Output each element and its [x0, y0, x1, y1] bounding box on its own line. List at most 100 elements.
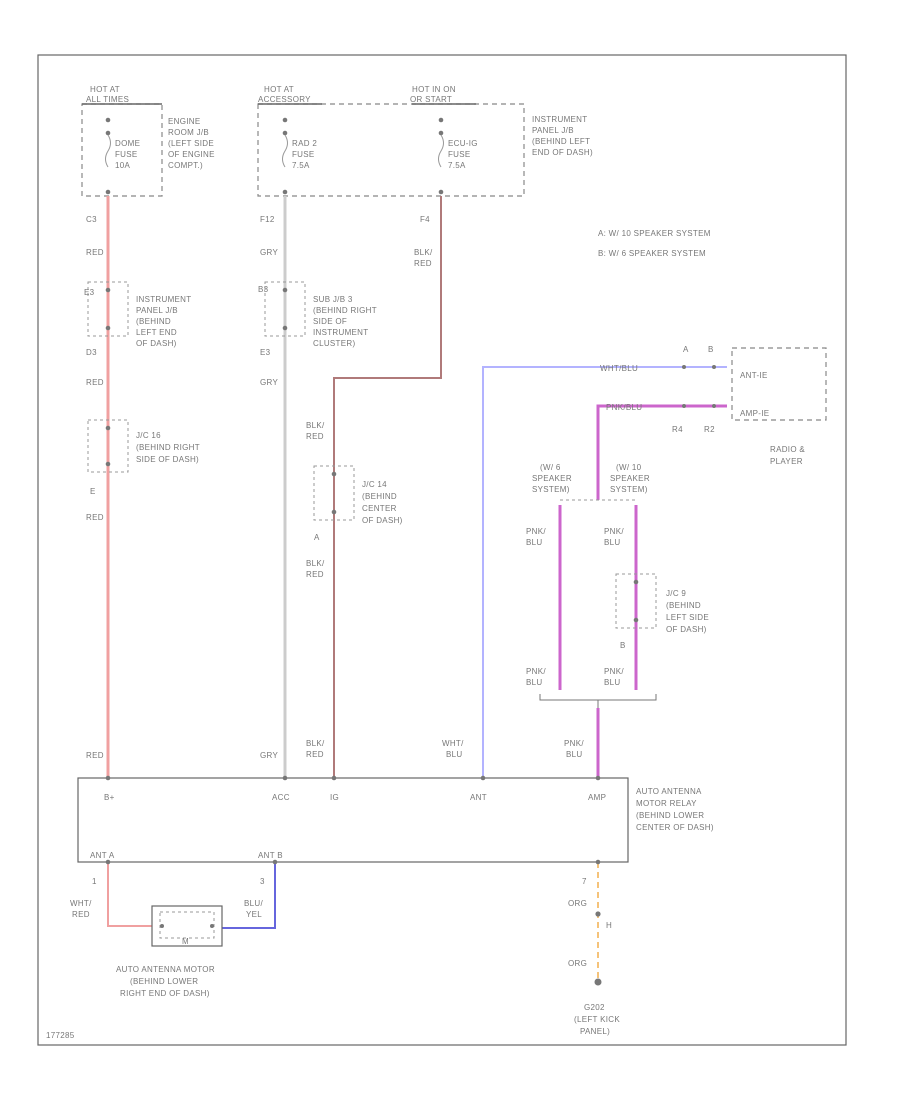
diagram-label: PANEL J/B	[136, 306, 178, 315]
auto-antenna-motor: M AUTO ANTENNA MOTOR (BEHIND LOWER RIGHT…	[116, 905, 223, 998]
speaker-option-split: (W/ 6 SPEAKER SYSTEM) (W/ 10 SPEAKER SYS…	[532, 463, 650, 501]
diagram-label: A	[314, 533, 320, 542]
diagram-label: F4	[420, 215, 430, 224]
diagram-label: ANT	[470, 793, 487, 802]
diagram-label: YEL	[246, 910, 262, 919]
diagram-label: (BEHIND LOWER	[130, 977, 198, 986]
diagram-label: LEFT SIDE	[666, 613, 709, 622]
diagram-label: PNK/	[604, 667, 624, 676]
diagram-label: (BEHIND LEFT	[532, 137, 590, 146]
diagram-label: BLU	[446, 750, 462, 759]
diagram-label: RIGHT END OF DASH)	[120, 989, 210, 998]
diagram-label: CLUSTER)	[313, 339, 355, 348]
diagram-label: PANEL)	[580, 1027, 610, 1036]
diagram-label: (W/ 10	[616, 463, 642, 472]
diagram-label: SIDE OF DASH)	[136, 455, 199, 464]
diagram-label: END OF DASH)	[532, 148, 593, 157]
diagram-label: ANT-IE	[740, 371, 768, 380]
auto-antenna-motor-relay: B+ ACC IG ANT AMP ANT A ANT B AUTO ANTEN…	[77, 775, 714, 865]
diagram-label: OF DASH)	[666, 625, 707, 634]
diagram-label: WHT/BLU	[600, 364, 638, 373]
diagram-label: GRY	[260, 751, 278, 760]
diagram-frame	[37, 54, 847, 1046]
diagram-label: B	[620, 641, 626, 650]
ground-g202: ORG H ORG G202 (LEFT KICK PANEL)	[568, 899, 620, 1036]
diagram-label: B	[708, 345, 714, 354]
diagram-label: LEFT END	[136, 328, 177, 337]
diagram-label: PNK/BLU	[606, 403, 642, 412]
diagram-label: SYSTEM)	[610, 485, 648, 494]
diagram-label: RED	[86, 378, 104, 387]
diagram-label: RED	[86, 248, 104, 257]
diagram-label: ROOM J/B	[168, 128, 209, 137]
diagram-label: INSTRUMENT	[136, 295, 191, 304]
diagram-label: RED	[306, 570, 324, 579]
diagram-label: E3	[260, 348, 271, 357]
diagram-label: (W/ 6	[540, 463, 561, 472]
diagram-label: J/C 14	[362, 480, 387, 489]
diagram-label: RED	[414, 259, 432, 268]
diagram-label: F12	[260, 215, 275, 224]
diagram-label: PLAYER	[770, 457, 803, 466]
diagram-label: WHT/	[70, 899, 92, 908]
diagram-label: RADIO &	[770, 445, 805, 454]
diagram-label: 1	[92, 877, 97, 886]
figure-code: 177285	[46, 1031, 75, 1040]
diagram-label: PNK/	[526, 667, 546, 676]
engine-room-jb: HOT AT ALL TIMES DOME FUSE 10A ENGINE RO…	[81, 85, 214, 197]
diagram-label: OR START	[410, 95, 452, 104]
diagram-label: RED	[72, 910, 90, 919]
diagram-label: RED	[86, 513, 104, 522]
radio-player: A B ANT-IE AMP-IE R4 R2 RADIO & PLAYER	[672, 345, 827, 466]
diagram-label: AMP	[588, 793, 606, 802]
diagram-label: BLK/	[306, 559, 325, 568]
legend-b: B: W/ 6 SPEAKER SYSTEM	[598, 249, 706, 258]
diagram-label: RED	[86, 751, 104, 760]
diagram-label: J/C 9	[666, 589, 686, 598]
diagram-label: ECU-IG	[448, 139, 478, 148]
diagram-label: PNK/	[604, 527, 624, 536]
diagram-label: SIDE OF	[313, 317, 347, 326]
wire-blk-red	[333, 196, 442, 778]
ip-jb-fuses: HOT AT ACCESSORY HOT IN ON OR START RAD …	[257, 85, 593, 197]
diagram-label: MOTOR RELAY	[636, 799, 697, 808]
diagram-label: (LEFT KICK	[574, 1015, 620, 1024]
diagram-label: (BEHIND	[136, 317, 171, 326]
diagram-label: ENGINE	[168, 117, 200, 126]
diagram-label: H	[606, 921, 612, 930]
merge-bracket	[539, 694, 657, 708]
diagram-label: RAD 2	[292, 139, 317, 148]
diagram-label: ACCESSORY	[258, 95, 311, 104]
ip-jb-junction: E3 INSTRUMENT PANEL J/B (BEHIND LEFT END…	[84, 281, 191, 348]
diagram-label: B+	[104, 793, 115, 802]
diagram-label: HOT AT	[264, 85, 294, 94]
diagram-label: 3	[260, 877, 265, 886]
diagram-label: HOT IN ON	[412, 85, 456, 94]
diagram-label: G202	[584, 1003, 605, 1012]
wire-wht-blu	[482, 366, 727, 778]
diagram-label: ACC	[272, 793, 290, 802]
diagram-label: 10A	[115, 161, 130, 170]
diagram-label: (BEHIND	[362, 492, 397, 501]
diagram-label: C3	[86, 215, 97, 224]
jc9-junction: J/C 9 (BEHIND LEFT SIDE OF DASH)	[615, 573, 709, 634]
diagram-label: RED	[306, 432, 324, 441]
diagram-label: SYSTEM)	[532, 485, 570, 494]
diagram-label: (BEHIND RIGHT	[313, 306, 377, 315]
diagram-label: 7.5A	[448, 161, 466, 170]
diagram-label: INSTRUMENT	[313, 328, 368, 337]
diagram-label: (BEHIND RIGHT	[136, 443, 200, 452]
jc16-junction: J/C 16 (BEHIND RIGHT SIDE OF DASH)	[87, 419, 200, 473]
diagram-label: AUTO ANTENNA	[636, 787, 702, 796]
diagram-label: E	[90, 487, 96, 496]
diagram-label: WHT/	[442, 739, 464, 748]
diagram-label: R4	[672, 425, 683, 434]
diagram-label: IG	[330, 793, 339, 802]
diagram-label: PANEL J/B	[532, 126, 574, 135]
diagram-label: D3	[86, 348, 97, 357]
diagram-label: BLU	[566, 750, 582, 759]
diagram-label: FUSE	[292, 150, 315, 159]
diagram-label: BLK/	[414, 248, 433, 257]
diagram-label: HOT AT	[90, 85, 120, 94]
diagram-label: A	[683, 345, 689, 354]
